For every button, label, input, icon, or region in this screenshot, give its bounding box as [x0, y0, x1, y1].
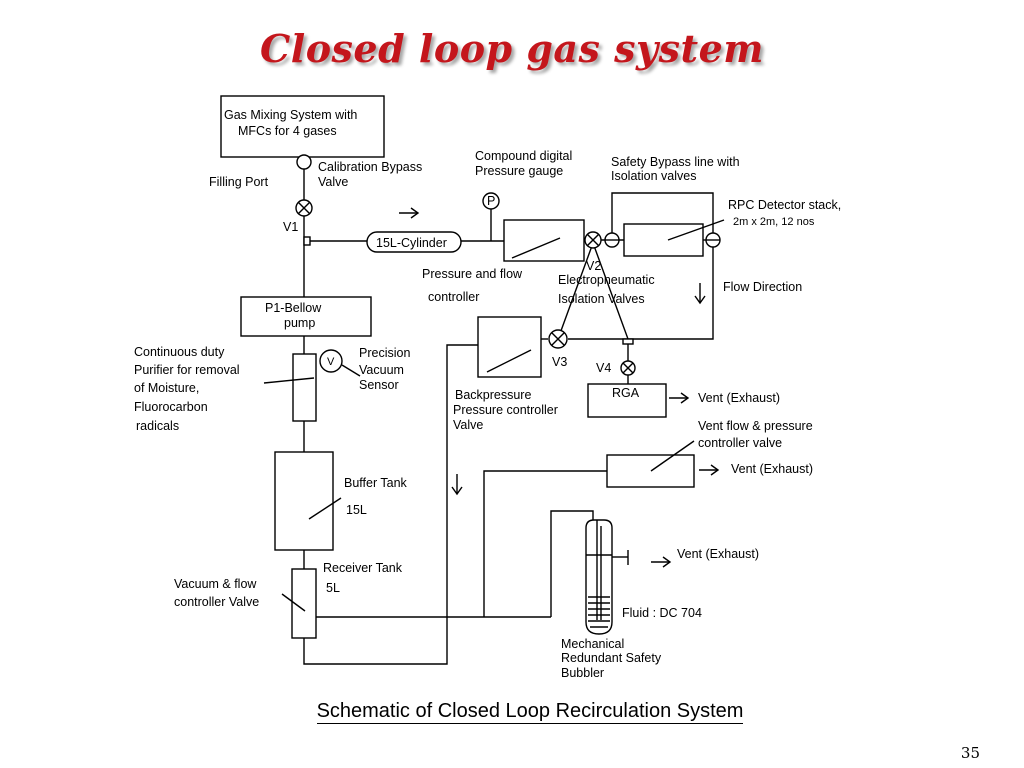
vent-exhaust-bubbler: Vent (Exhaust) — [651, 547, 759, 568]
buffer-label-2: 15L — [346, 503, 367, 517]
safety-bubbler: Fluid : DC 704 Mechanical Redundant Safe… — [561, 519, 702, 680]
buffer-tank: Buffer Tank 15L — [274, 451, 408, 551]
receiver-label-1: Receiver Tank — [323, 561, 403, 575]
safety-bypass-label: Safety Bypass line with Isolation valves — [611, 155, 740, 183]
cylinder-15l: 15L-Cylinder — [366, 231, 462, 253]
receiver-tank: Receiver Tank 5L Vacuum & flow controlle… — [174, 561, 403, 639]
v2-label: V2 — [586, 259, 601, 273]
calibration-label-2: Valve — [318, 175, 348, 189]
precision-label-3: Sensor — [359, 378, 399, 392]
vacuum-sensor-symbol: V — [327, 356, 335, 368]
pressure-gauge-symbol: P — [487, 194, 495, 208]
bubbler-label-2: Redundant Safety — [561, 651, 662, 665]
compound-label-2: Pressure gauge — [475, 164, 563, 178]
slide-title: Closed loop gas system — [260, 26, 764, 71]
fluid-label: Fluid : DC 704 — [622, 606, 702, 620]
pressure-flow-controller: Pressure and flow controller — [422, 219, 585, 304]
purifier-label-4: Fluorocarbon — [134, 400, 208, 414]
pf-controller-label-2: controller — [428, 290, 479, 304]
bellow-pump-label-2: pump — [284, 316, 315, 330]
rpc-label-1: RPC Detector stack, — [728, 198, 841, 212]
flow-direction-label: Flow Direction — [723, 280, 802, 294]
backpressure-label-2: Pressure controller — [453, 403, 558, 417]
vent-flow-controller: Vent flow & pressure controller valve Ve… — [606, 419, 813, 488]
calibration-bypass-valve: Calibration Bypass Valve Filling Port — [209, 154, 422, 189]
rga: RGA — [587, 383, 667, 418]
bubbler-label-1: Mechanical — [561, 637, 624, 651]
v1-label: V1 — [283, 220, 298, 234]
electropneumatic-label: Electropneumatic Isolation Valves — [558, 273, 655, 306]
vent-flow-label-1: Vent flow & pressure — [698, 419, 813, 433]
pf-controller-label-1: Pressure and flow — [422, 267, 523, 281]
gas-mixing-label-1: Gas Mixing System with — [224, 108, 357, 122]
vent-exhaust-rga: Vent (Exhaust) — [669, 391, 780, 405]
purifier-label-3: of Moisture, — [134, 381, 199, 395]
purifier: Continuous duty Purifier for removal of … — [134, 345, 317, 433]
vent-flow-label-2: controller valve — [698, 436, 782, 450]
precision-label-1: Precision — [359, 346, 410, 360]
purifier-label-1: Continuous duty — [134, 345, 225, 359]
valve-v3: V3 — [548, 329, 568, 369]
bellow-pump-label-1: P1-Bellow — [265, 301, 322, 315]
bubbler-label-3: Bubbler — [561, 666, 604, 680]
cylinder-label: 15L-Cylinder — [376, 236, 447, 250]
purifier-label-5: radicals — [136, 419, 179, 433]
calibration-label-1: Calibration Bypass — [318, 160, 422, 174]
precision-label-2: Vacuum — [359, 363, 404, 377]
v3-label: V3 — [552, 355, 567, 369]
safety-bypass-label-2: Isolation valves — [611, 169, 696, 183]
isolation-valves-stack — [604, 232, 721, 248]
electropneumatic-label-2: Isolation Valves — [558, 292, 645, 306]
vacuum-flow-label-1: Vacuum & flow — [174, 577, 257, 591]
rpc-detector-stack: RPC Detector stack, 2m x 2m, 12 nos — [623, 198, 841, 257]
filling-port-label: Filling Port — [209, 175, 269, 189]
receiver-label-2: 5L — [326, 581, 340, 595]
diagram-caption: Schematic of Closed Loop Recirculation S… — [0, 700, 1024, 724]
rga-label: RGA — [612, 386, 640, 400]
caption-text: Schematic of Closed Loop Recirculation S… — [316, 700, 744, 724]
vent-3-label: Vent (Exhaust) — [677, 547, 759, 561]
valve-v4: V4 — [596, 338, 636, 376]
buffer-label-1: Buffer Tank — [344, 476, 408, 490]
vacuum-flow-label-2: controller Valve — [174, 595, 259, 609]
flow-arrow-top — [399, 207, 420, 219]
purifier-label-2: Purifier for removal — [134, 363, 240, 377]
valve-v2: V2 — [584, 231, 602, 273]
pipe-network — [303, 168, 714, 665]
flow-arrow-left — [451, 474, 463, 496]
flow-direction: Flow Direction — [694, 280, 802, 305]
backpressure-label-3: Valve — [453, 418, 483, 432]
valve-v1: V1 — [283, 199, 313, 246]
backpressure-controller: Backpressure Pressure controller Valve — [453, 316, 558, 432]
bellow-pump: P1-Bellow pump — [240, 296, 372, 337]
precision-vacuum-sensor: V Precision Vacuum Sensor — [319, 346, 410, 392]
compound-pressure-gauge: P Compound digital Pressure gauge — [475, 149, 572, 210]
compound-label-1: Compound digital — [475, 149, 572, 163]
gas-mixing-system: Gas Mixing System with MFCs for 4 gases — [220, 95, 385, 158]
page-number: 35 — [960, 744, 980, 762]
rpc-label-2: 2m x 2m, 12 nos — [733, 216, 815, 228]
electropneumatic-label-1: Electropneumatic — [558, 273, 655, 287]
backpressure-label-1: Backpressure — [455, 388, 531, 402]
gas-mixing-label-2: MFCs for 4 gases — [238, 124, 337, 138]
v4-label: V4 — [596, 361, 611, 375]
vent-1-label: Vent (Exhaust) — [698, 391, 780, 405]
vent-2-label: Vent (Exhaust) — [731, 462, 813, 476]
safety-bypass-label-1: Safety Bypass line with — [611, 155, 740, 169]
